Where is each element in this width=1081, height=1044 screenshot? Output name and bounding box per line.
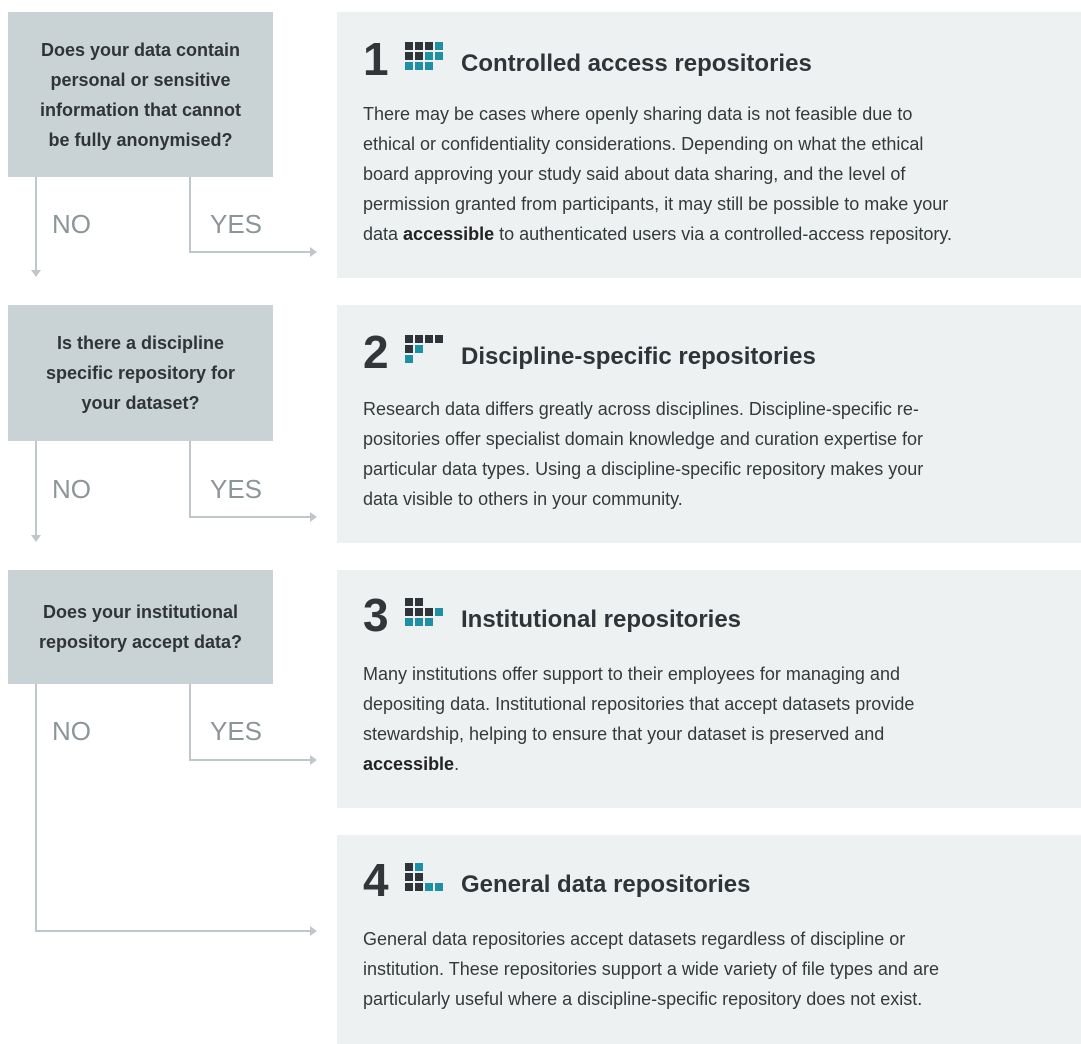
card-number: 1 [363,33,389,85]
grid-icon-1 [405,42,443,76]
card-number: 4 [363,854,389,906]
question-line: Is there a discipline [56,333,225,353]
question-box-institutional-repository: Does your institutional repository accep… [8,570,273,684]
grid-icon-3 [405,598,443,632]
card-institutional: 3 Institutional repositories Many instit… [337,570,1081,808]
card-controlled-access: 1 Controlled access repositories There m… [337,12,1081,278]
card-number: 3 [363,589,389,641]
question-line: repository accept data? [38,632,243,652]
card-description: Many institutions offer support to their… [363,664,915,774]
card-title: Controlled access repositories [461,50,812,77]
question-line: information that cannot [40,99,241,120]
card-description: Research data differs greatly across dis… [363,399,924,509]
yes-label: YES [210,716,263,746]
emphasis-accessible: accessible [403,224,495,244]
card-discipline-specific: 2 Discipline-specific repositories Resea… [337,305,1081,543]
card-description: There may be cases where openly sharing … [363,104,953,244]
question-box-sensitive-data: Does your data contain personal or sensi… [8,12,273,177]
question-line: personal or sensitive [50,69,231,90]
card-title: General data repositories [461,871,751,898]
card-title: Discipline-specific repositories [461,343,816,370]
emphasis-accessible: accessible [363,754,455,774]
no-label: NO [52,716,91,746]
no-label: NO [52,474,91,504]
question-line: Does your data contain [40,39,241,60]
card-number: 2 [363,326,389,378]
card-description: General data repositories accept dataset… [363,929,939,1009]
yes-label: YES [210,474,263,504]
card-general: 4 General data repositories General data… [337,835,1081,1044]
question-line: Does your institutional [42,602,238,622]
grid-icon-2 [405,335,443,369]
question-line: your dataset? [81,393,200,413]
card-title: Institutional repositories [461,606,742,633]
grid-icon-4 [405,863,443,897]
no-label: NO [52,209,91,239]
yes-label: YES [210,209,263,239]
question-line: be fully anonymised? [48,129,233,150]
question-line: specific repository for [45,363,236,383]
question-box-discipline-repository: Is there a discipline specific repositor… [8,305,273,441]
